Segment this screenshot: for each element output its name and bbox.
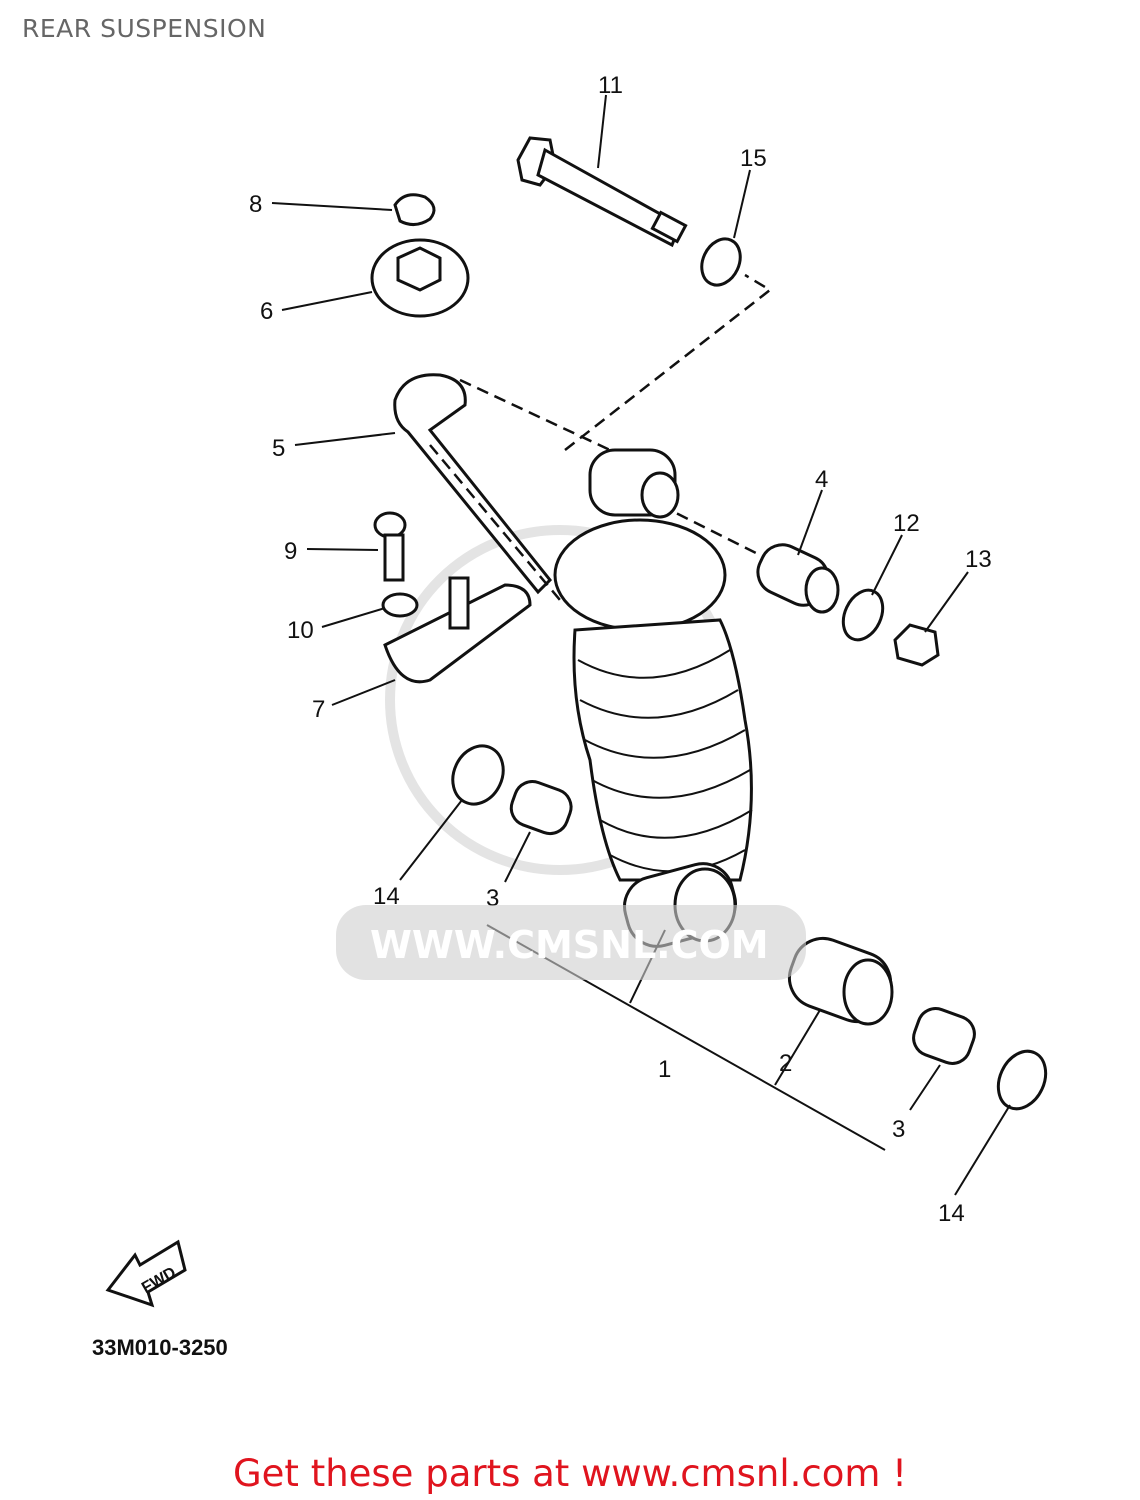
callout-10: 10	[287, 617, 314, 644]
footer-link[interactable]: Get these parts at www.cmsnl.com !	[232, 1452, 907, 1495]
callout-5: 5	[272, 435, 285, 462]
part-3-bushing-right[interactable]	[909, 1004, 980, 1069]
callout-2: 2	[779, 1050, 792, 1077]
part-8-clip[interactable]	[393, 193, 436, 226]
callout-12: 12	[893, 510, 920, 537]
part-6-adjuster[interactable]	[370, 238, 470, 318]
callout-1: 1	[658, 1056, 671, 1083]
part-11-bolt[interactable]	[516, 136, 688, 248]
watermark-text: WWW.CMSNL.COM	[370, 923, 769, 967]
diagram-code: 33M010-3250	[92, 1335, 228, 1360]
part-10-washer[interactable]	[381, 592, 419, 618]
part-3-bushing-left[interactable]	[506, 776, 576, 838]
forward-arrow-icon: FWD	[105, 1239, 187, 1308]
callout-15: 15	[740, 145, 767, 172]
callout-3-right: 3	[892, 1116, 905, 1143]
watermark: WWW.CMSNL.COM	[336, 905, 806, 980]
part-9-bolt[interactable]	[373, 511, 407, 582]
page-title: REAR SUSPENSION	[22, 14, 267, 43]
part-1-shock-absorber[interactable]	[553, 448, 753, 953]
part-15-washer[interactable]	[695, 233, 748, 292]
part-5-spanner[interactable]	[393, 373, 553, 595]
callout-11: 11	[598, 72, 623, 99]
part-14-seal-left[interactable]	[444, 738, 513, 813]
part-4-collar[interactable]	[751, 538, 840, 614]
callout-6: 6	[260, 298, 273, 325]
part-13-nut[interactable]	[893, 623, 940, 667]
part-14-seal-right[interactable]	[989, 1044, 1054, 1117]
callout-13: 13	[965, 546, 992, 573]
callout-14-right: 14	[938, 1200, 965, 1227]
part-12-washer[interactable]	[836, 584, 891, 646]
callout-7: 7	[312, 696, 325, 723]
callout-9: 9	[284, 538, 297, 565]
callout-4: 4	[815, 466, 828, 493]
part-2-bushing[interactable]	[781, 930, 899, 1030]
part-7-bracket[interactable]	[383, 576, 532, 684]
callout-8: 8	[249, 191, 262, 218]
